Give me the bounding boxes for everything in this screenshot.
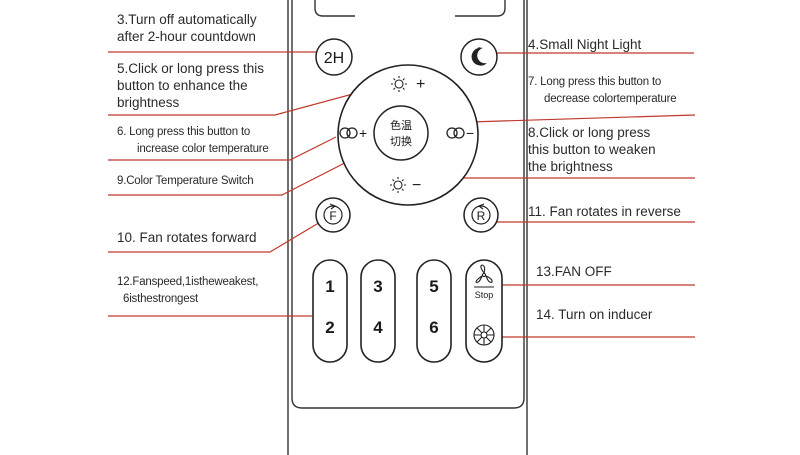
reverse-rotation-icon: [471, 205, 491, 225]
remote-body: [287, 0, 528, 455]
moon-icon: [471, 47, 487, 66]
speed-6: 6: [429, 318, 438, 337]
svg-text:F: F: [329, 209, 336, 223]
svg-text:−: −: [412, 177, 421, 194]
fan-off-button[interactable]: Stop: [474, 264, 494, 300]
speed-button-5-6[interactable]: 5 6: [416, 259, 452, 363]
sun-icon: [391, 76, 407, 92]
leader-7: [469, 114, 696, 123]
speed-2: 2: [325, 318, 334, 337]
label-7-color-temp-down: 7. Long press this button to decrease co…: [528, 76, 677, 105]
label-6-color-temp-up: 6. Long press this button to increase co…: [117, 126, 269, 155]
label-9-color-temp-switch: 9.Color Temperature Switch: [117, 175, 254, 187]
fan-forward-button[interactable]: F: [315, 197, 351, 233]
inducer-button[interactable]: [473, 324, 495, 346]
speed-4: 4: [373, 318, 383, 337]
label-3-auto-off: 3.Turn off automatically after 2-hour co…: [117, 12, 257, 44]
speed-button-3-4[interactable]: 3 4: [360, 259, 396, 363]
fan-icon: [475, 264, 493, 283]
inducer-icon: [473, 324, 495, 346]
svg-text:+: +: [359, 125, 367, 141]
color-temp-switch-button[interactable]: 色温 切换: [373, 105, 429, 161]
color-temperature-icon: [339, 127, 358, 139]
color-temp-decrease-button[interactable]: −: [446, 125, 474, 141]
speed-button-1-2[interactable]: 1 2: [312, 259, 348, 363]
svg-text:R: R: [477, 209, 486, 223]
svg-text:+: +: [416, 76, 425, 93]
fan-off-inducer-pill: [465, 259, 503, 363]
svg-text:2H: 2H: [324, 50, 344, 67]
speed-1: 1: [325, 277, 334, 296]
color-temp-increase-button[interactable]: +: [339, 125, 367, 141]
speed-3: 3: [373, 277, 382, 296]
label-13-fan-off: 13.FAN OFF: [536, 264, 612, 279]
color-temperature-icon: [446, 127, 465, 139]
night-light-button[interactable]: [460, 38, 498, 76]
leader-lines: [108, 51, 696, 338]
label-11-fan-reverse: 11. Fan rotates in reverse: [528, 204, 681, 219]
svg-text:−: −: [466, 125, 474, 141]
speed-5: 5: [429, 277, 438, 296]
leader-6: [108, 136, 337, 161]
svg-text:切换: 切换: [390, 134, 412, 148]
brightness-up-button[interactable]: +: [391, 76, 425, 93]
forward-rotation-icon: [323, 205, 343, 225]
sun-icon: [390, 177, 406, 193]
label-5-brightness-up: 5.Click or long press this button to enh…: [117, 61, 265, 110]
label-8-brightness-down: 8.Click or long press this button to wea…: [528, 125, 656, 174]
svg-text:色温: 色温: [390, 118, 412, 132]
leader-5: [108, 84, 387, 116]
fan-reverse-button[interactable]: R: [463, 197, 499, 233]
label-14-inducer: 14. Turn on inducer: [536, 307, 653, 322]
brightness-down-button[interactable]: −: [390, 177, 421, 194]
label-10-fan-forward: 10. Fan rotates forward: [117, 230, 257, 245]
label-12-fan-speed: 12.Fanspeed,1istheweakest, 6isthestronge…: [117, 276, 259, 305]
svg-text:Stop: Stop: [475, 290, 494, 300]
leader-10: [108, 217, 328, 253]
timer-2h-button[interactable]: 2H: [315, 38, 353, 76]
label-4-night-light: 4.Small Night Light: [528, 37, 642, 52]
